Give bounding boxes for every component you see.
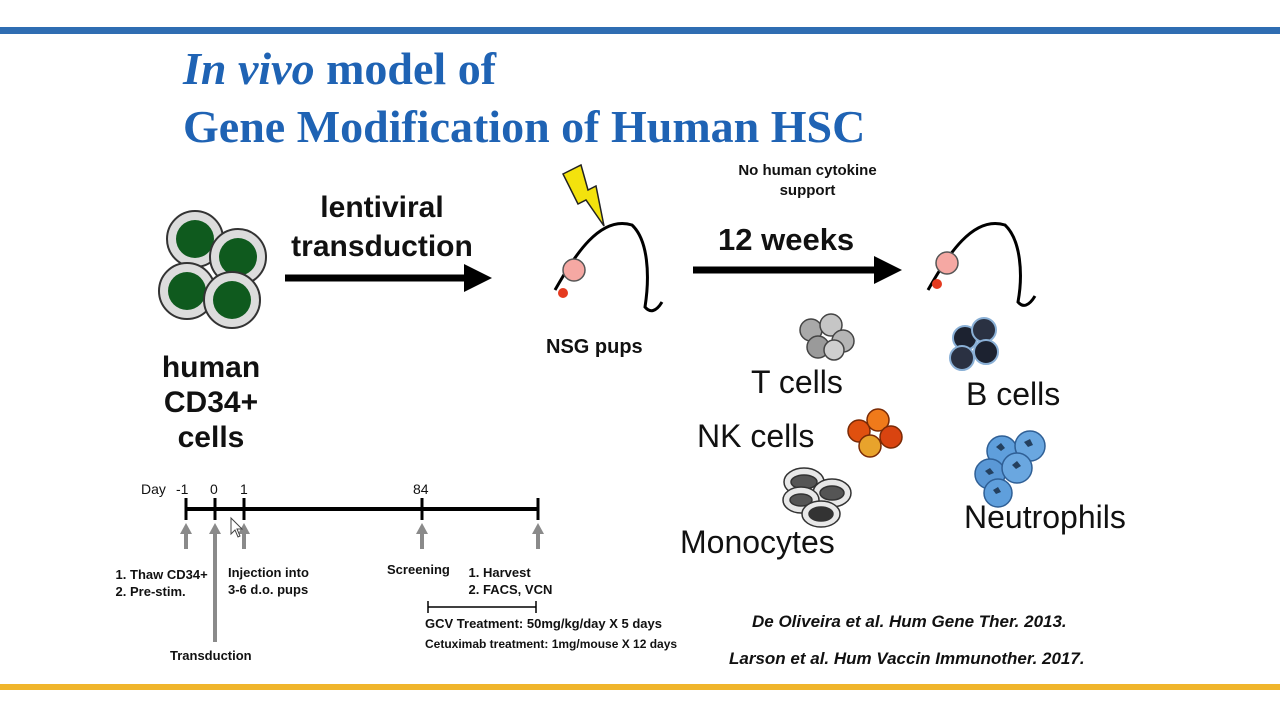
t-cell-icon bbox=[799, 313, 855, 361]
transduction-label-line: lentiviral bbox=[320, 191, 444, 224]
hsc-label: human CD34+ cells bbox=[140, 350, 282, 455]
t-cells-label: T cells bbox=[751, 364, 843, 400]
harvest-step: Harvest bbox=[483, 564, 552, 581]
title-line1: model of bbox=[326, 43, 497, 94]
cytokine-note-line: No human cytokine bbox=[738, 162, 877, 179]
bottom-accent-bar bbox=[0, 684, 1280, 690]
hsc-label-line: human bbox=[161, 351, 261, 384]
pups-label: NSG pups bbox=[546, 336, 643, 358]
neutrophil-icon bbox=[974, 430, 1046, 508]
transduction-label-line: transduction bbox=[291, 230, 473, 263]
cetuximab-treatment: Cetuximab treatment: 1mg/mouse X 12 days bbox=[425, 637, 678, 651]
gcv-prefix: GCV Treatment: bbox=[425, 616, 524, 631]
cytokine-note: No human cytokine support bbox=[700, 161, 915, 201]
timeline bbox=[180, 498, 544, 642]
mouse-icon bbox=[553, 222, 664, 313]
injection-label: Injection into 3-6 d.o. pups bbox=[228, 564, 309, 598]
title-line2: Gene Modification of Human HSC bbox=[183, 101, 866, 152]
transduction-label: lentiviral transduction bbox=[262, 188, 502, 266]
gcv-dose: 50mg/kg/day X 5 days bbox=[526, 616, 662, 631]
hsc-label-line: CD34+ bbox=[163, 386, 259, 419]
timeline-tick-label: -1 bbox=[176, 481, 189, 497]
hsc-cluster-icon bbox=[158, 210, 267, 329]
reference-2: Larson et al. Hum Vaccin Immunother. 201… bbox=[729, 649, 1085, 669]
cursor-icon bbox=[230, 516, 244, 538]
timeline-tick-label: 84 bbox=[413, 481, 429, 497]
duration-label: 12 weeks bbox=[718, 222, 855, 257]
reference-citation: et al. Hum Gene Ther. 2013. bbox=[845, 612, 1067, 631]
reference-authors: De Oliveira bbox=[752, 612, 841, 631]
timeline-tick-label: 1 bbox=[240, 481, 248, 497]
reference-1: De Oliveira et al. Hum Gene Ther. 2013. bbox=[752, 612, 1067, 632]
gcv-treatment: GCV Treatment: 50mg/kg/day X 5 days bbox=[425, 616, 662, 631]
hsc-label-line: cells bbox=[177, 421, 245, 454]
screening-label: Screening bbox=[387, 562, 450, 577]
monocyte-icon bbox=[782, 467, 852, 528]
top-accent-bar bbox=[0, 27, 1280, 34]
neutrophils-label: Neutrophils bbox=[964, 499, 1126, 535]
b-cells-label: B cells bbox=[966, 376, 1061, 412]
timeline-tick-label: 0 bbox=[210, 481, 218, 497]
thaw-step: Thaw CD34+ bbox=[130, 566, 208, 583]
injection-label-line: Injection into bbox=[228, 565, 309, 580]
harvest-step: FACS, VCN bbox=[483, 581, 552, 598]
transduction-step-label: Transduction bbox=[170, 648, 252, 663]
cytokine-note-line: support bbox=[779, 182, 836, 199]
title-italic: In vivo bbox=[183, 43, 315, 94]
reference-authors: Larson et al. bbox=[729, 649, 830, 668]
monocytes-label: Monocytes bbox=[680, 524, 835, 560]
thaw-steps: Thaw CD34+ Pre-stim. bbox=[113, 566, 208, 600]
reference-citation: Hum Vaccin Immunother. 2017. bbox=[833, 649, 1085, 668]
timeline-day-label: Day bbox=[141, 481, 166, 497]
nk-cells-label: NK cells bbox=[697, 418, 815, 454]
slide-title: In vivo model of Gene Modification of Hu… bbox=[183, 40, 865, 156]
b-cell-icon bbox=[949, 317, 999, 371]
mouse-icon bbox=[926, 222, 1037, 307]
nk-cell-icon bbox=[847, 408, 903, 458]
injection-label-line: 3-6 d.o. pups bbox=[228, 582, 309, 597]
lightning-icon bbox=[561, 163, 605, 227]
thaw-step: Pre-stim. bbox=[130, 583, 208, 600]
harvest-steps: Harvest FACS, VCN bbox=[466, 564, 552, 598]
